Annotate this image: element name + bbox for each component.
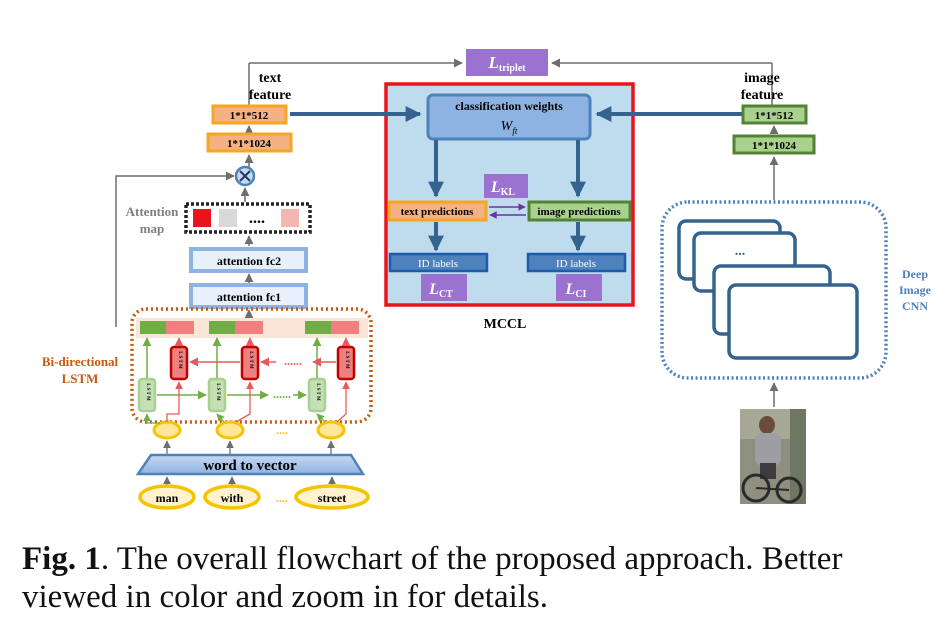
- text-predictions-label: text predictions: [401, 206, 475, 218]
- word-with: [203, 484, 261, 510]
- multiply-icon-cross: [239, 170, 251, 182]
- word-to-vector-label: word to vector: [203, 458, 297, 474]
- lstm-forward-cell-2-label: L S T M: [215, 383, 220, 401]
- word-man-label: man: [156, 491, 179, 505]
- lstm-output-forward-2: [209, 321, 235, 334]
- pedestrian-photo: [740, 409, 806, 504]
- classification-weights-box: [426, 93, 592, 141]
- cnn-layer-4: [727, 283, 859, 360]
- text-feature-512-box: [211, 104, 288, 125]
- lstm-forward-cell-3: [307, 377, 327, 413]
- id-labels-right-label: ID labels: [556, 258, 596, 270]
- image-feature-512-box: [741, 104, 808, 125]
- caption-label: Fig. 1: [22, 541, 101, 577]
- bilstm-box: [130, 307, 373, 424]
- lstm-output-forward-3: [305, 321, 331, 334]
- text-feature-1024-label: 1*1*1024: [227, 138, 272, 150]
- image-predictions-box: [527, 200, 632, 222]
- lstm-forward-cell-1-label: L S T M: [145, 383, 150, 401]
- emb2-to-red: [235, 381, 254, 423]
- attention-cell-2: [219, 209, 237, 227]
- lct-loss-box: [421, 274, 467, 301]
- caption-text: . The overall flowchart of the proposed …: [22, 541, 843, 615]
- attention-fc2-box: [189, 247, 308, 273]
- word-street: [294, 484, 370, 510]
- lstm-backward-cell-1-label: L S T M: [177, 351, 182, 369]
- embedding-dots: ....: [276, 423, 288, 437]
- classification-weights-label: classification weights: [455, 99, 563, 113]
- id-labels-left-box: [388, 252, 489, 273]
- lstm-forward-cell-3-label: L S T M: [315, 383, 320, 401]
- lci-loss-label: LCI: [565, 281, 587, 300]
- text-feature-label-line2: feature: [249, 88, 292, 103]
- image-feature-label-line1: image: [744, 71, 780, 86]
- forward-dots: ......: [273, 387, 291, 401]
- lct-loss-label: LCT: [428, 281, 453, 300]
- attention-fc1-label: attention fc1: [217, 290, 281, 304]
- kl-loss-box: [484, 174, 528, 198]
- id-labels-right-box: [526, 252, 627, 273]
- attention-map-label-line2: map: [140, 221, 165, 236]
- lstm-output-backward-1: [166, 321, 194, 334]
- mccl-title: MCCL: [484, 317, 527, 332]
- attention-map-label-line1: Attention: [126, 204, 179, 219]
- word-to-vector-box: [135, 453, 366, 476]
- deep-cnn-label-line1: Deep: [902, 267, 928, 281]
- word-street-label: street: [318, 491, 346, 505]
- image-feature-1024-label: 1*1*1024: [752, 140, 797, 152]
- skip-connection-arrow: [115, 171, 235, 327]
- word-with-label: with: [221, 491, 244, 505]
- triplet-loss-box: [466, 49, 548, 76]
- emb2-to-green: [216, 413, 225, 423]
- deep-cnn-label-line3: CNN: [902, 299, 928, 313]
- emb3-to-red: [336, 381, 350, 423]
- lstm-output-backward-2: [235, 321, 263, 334]
- lci-loss-box: [556, 274, 602, 301]
- lstm-backward-cell-2-label: L S T M: [248, 351, 253, 369]
- deep-cnn-label-line2: Image: [899, 283, 932, 297]
- cnn-layer-dots: ...: [735, 244, 746, 259]
- attention-map-dots: ....: [249, 210, 265, 227]
- text-predictions-box: [387, 200, 488, 222]
- lstm-output-forward-1: [140, 321, 166, 334]
- image-feature-512-label: 1*1*512: [755, 110, 794, 122]
- lstm-forward-cell-2: [207, 377, 227, 413]
- id-labels-left-label: ID labels: [418, 258, 458, 270]
- attention-fc1-box: [189, 283, 308, 309]
- image-predictions-label: image predictions: [537, 206, 621, 218]
- embedding-1: [152, 420, 182, 440]
- embedding-2: [215, 420, 245, 440]
- attention-cell-3: [281, 209, 299, 227]
- image-feature-1024-box: [732, 134, 816, 155]
- lstm-backward-cell-3: [336, 345, 356, 381]
- weights-symbol: Wft: [501, 119, 518, 136]
- emb1-to-red: [166, 381, 183, 422]
- lstm-output-backward-3: [331, 321, 359, 334]
- flowchart-diagram: Ltriplet text feature 1*1*512 1*1*1024 A…: [42, 49, 932, 510]
- text-feature-label-line1: text: [259, 71, 282, 86]
- lstm-forward-cell-1: [137, 377, 157, 413]
- word-dots: ....: [276, 491, 288, 505]
- word-man: [138, 484, 196, 510]
- bilstm-label-line1: Bi-directional: [42, 354, 119, 369]
- attention-fc2-label: attention fc2: [217, 254, 281, 268]
- lstm-backward-cell-3-label: L S T M: [344, 351, 349, 369]
- deep-cnn-box: [660, 200, 888, 380]
- text-feature-1024-box: [206, 132, 293, 153]
- emb1-to-green: [143, 413, 160, 424]
- figure-caption: Fig. 1. The overall flowchart of the pro…: [22, 540, 932, 616]
- triplet-loss-label: Ltriplet: [487, 53, 526, 74]
- backward-dots: ......: [284, 354, 302, 368]
- bilstm-label-line2: LSTM: [62, 371, 99, 386]
- lstm-backward-cell-2: [240, 345, 260, 381]
- image-feature-label-line2: feature: [741, 88, 784, 103]
- kl-loss-label: LKL: [490, 179, 516, 198]
- emb3-to-green: [316, 413, 326, 423]
- attention-cell-1: [193, 209, 211, 227]
- lstm-backward-cell-1: [169, 345, 189, 381]
- text-feature-512-label: 1*1*512: [230, 110, 269, 122]
- embedding-3: [316, 420, 346, 440]
